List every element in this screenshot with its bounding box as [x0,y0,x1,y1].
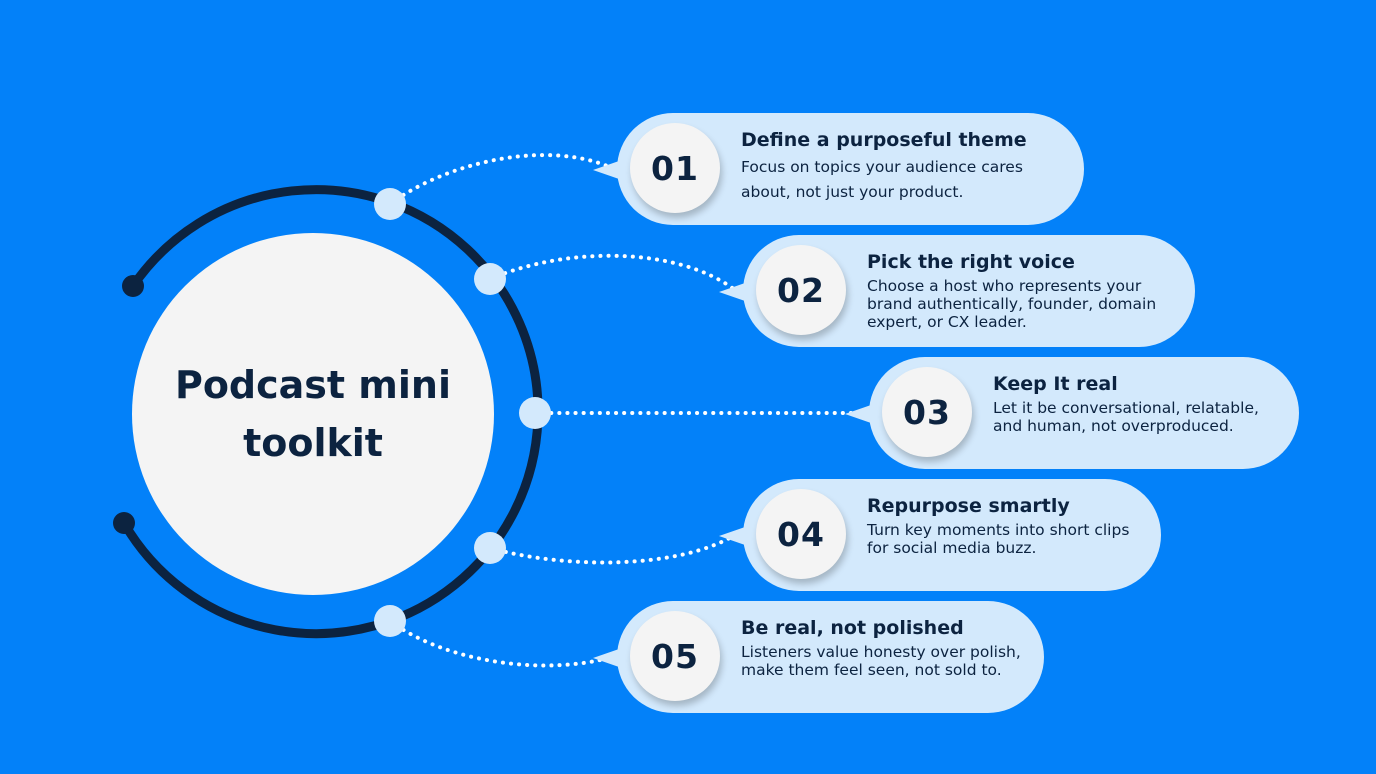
step-number-badge: 03 [882,367,972,457]
connector-node-04 [474,532,506,564]
step-title: Be real, not polished [741,617,964,639]
step-text: Pick the right voice Choose a host who r… [867,249,1173,331]
step-number-badge: 05 [630,611,720,701]
step-text: Be real, not polished Listeners value ho… [741,615,1022,679]
step-text: Keep It real Let it be conversational, r… [993,371,1277,435]
step-card-04: 04 Repurpose smartly Turn key moments in… [719,479,1161,591]
step-description: Turn key moments into short clips for so… [867,521,1130,557]
connector-node-05 [374,605,406,637]
step-description: Listeners value honesty over polish, mak… [741,643,1021,679]
step-title: Repurpose smartly [867,495,1070,517]
step-description: Focus on topics your audience cares abou… [741,158,1023,201]
center-circle: Podcast mini toolkit [132,233,494,595]
connector-node-02 [474,263,506,295]
ring-end-cap-bottom [113,512,135,534]
step-card-02: 02 Pick the right voice Choose a host wh… [719,235,1195,347]
step-number-badge: 02 [756,245,846,335]
connector-node-03 [519,397,551,429]
step-number-badge: 01 [630,123,720,213]
step-number-badge: 04 [756,489,846,579]
step-title: Keep It real [993,373,1118,395]
connector-node-01 [374,188,406,220]
step-text: Define a purposeful theme Focus on topic… [741,127,1062,205]
connector-line-04 [488,533,737,565]
step-title: Define a purposeful theme [741,129,1027,151]
step-card-01: 01 Define a purposeful theme Focus on to… [593,113,1084,225]
step-card-05: 05 Be real, not polished Listeners value… [593,601,1044,713]
connector-line-01 [388,153,614,206]
step-description: Let it be conversational, relatable, and… [993,399,1259,435]
connector-line-02 [488,253,737,292]
connector-line-05 [388,619,614,668]
step-title: Pick the right voice [867,251,1075,273]
step-text: Repurpose smartly Turn key moments into … [867,493,1139,557]
center-title: Podcast mini toolkit [174,363,452,465]
step-description: Choose a host who represents your brand … [867,277,1157,331]
step-card-03: 03 Keep It real Let it be conversational… [845,357,1299,469]
ring-end-cap-top [122,275,144,297]
